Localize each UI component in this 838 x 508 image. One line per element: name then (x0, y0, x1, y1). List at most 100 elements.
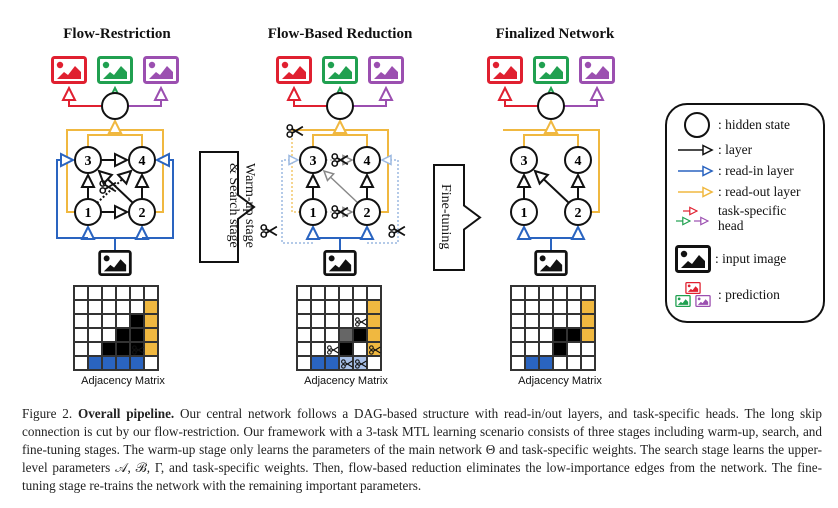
scissors-icon (260, 224, 278, 238)
read-in-layer (142, 160, 174, 239)
matrix-cell (102, 314, 116, 328)
node-3 (74, 146, 102, 174)
matrix-cell (367, 356, 381, 370)
matrix-label: Adjacency Matrix (81, 375, 165, 387)
matrix-cell (144, 314, 158, 328)
matrix-cell (144, 300, 158, 314)
matrix-cell (74, 356, 88, 370)
node-label: 4 (364, 154, 371, 169)
node-label: 1 (85, 206, 92, 221)
layer-2-3 (99, 171, 134, 204)
node-4 (128, 146, 156, 174)
matrix-cell (553, 286, 567, 300)
matrix-cell (539, 342, 553, 356)
matrix-cell (144, 328, 158, 342)
layer-2-3 (324, 171, 359, 204)
node-label: 3 (85, 154, 92, 169)
matrix-cell-pruned (325, 342, 339, 356)
matrix-cell (553, 342, 567, 356)
matrix-cell (581, 342, 595, 356)
matrix-cell (325, 286, 339, 300)
scissors-icon (327, 345, 339, 355)
matrix-cell (74, 314, 88, 328)
matrix-cell (581, 356, 595, 370)
matrix-cell (511, 356, 525, 370)
matrix-cell (367, 328, 381, 342)
read-out-layer (87, 134, 143, 147)
stage-label-warmup-search: Warm-up stage & Search stage (225, 160, 257, 250)
matrix-cell (367, 300, 381, 314)
matrix-cell (297, 314, 311, 328)
matrix-cell-pruned (367, 342, 381, 356)
matrix-label: Adjacency Matrix (304, 375, 388, 387)
matrix-cell (553, 314, 567, 328)
matrix-cell (297, 356, 311, 370)
matrix-cell (130, 356, 144, 370)
matrix-cell (525, 300, 539, 314)
node-label: 1 (310, 206, 317, 221)
matrix-cell (102, 328, 116, 342)
matrix-cell (311, 300, 325, 314)
prediction-green-icon (533, 56, 569, 84)
stage-arrow (199, 151, 256, 263)
matrix-cell (102, 286, 116, 300)
node-label: 4 (139, 154, 146, 169)
matrix-cell (581, 300, 595, 314)
layer-2-3 (535, 171, 570, 204)
node-1 (299, 198, 327, 226)
matrix-cell (311, 328, 325, 342)
matrix-cell (539, 300, 553, 314)
read-out-layer-pruned (291, 130, 300, 213)
matrix-cell (116, 314, 130, 328)
matrix-cell (525, 286, 539, 300)
matrix-cell (102, 300, 116, 314)
matrix-cell (311, 356, 325, 370)
matrix-cell (567, 356, 581, 370)
matrix-cell (339, 328, 353, 342)
legend-box (665, 103, 825, 323)
matrix-cell (581, 328, 595, 342)
adjacency-matrix-flow-based-reduction (296, 285, 382, 371)
matrix-cell (511, 314, 525, 328)
legend-label-read-out: : read-out layer (718, 184, 801, 199)
prediction-purple-icon (368, 56, 404, 84)
matrix-cell (116, 356, 130, 370)
matrix-cell (297, 328, 311, 342)
scissors-icon (355, 317, 367, 327)
matrix-cell (130, 300, 144, 314)
matrix-cell (511, 286, 525, 300)
matrix-label: Adjacency Matrix (518, 375, 602, 387)
task-head-red (69, 88, 102, 107)
matrix-cell (553, 328, 567, 342)
node-1 (510, 198, 538, 226)
node-2 (353, 198, 381, 226)
task-head-red (505, 88, 538, 107)
node- (537, 92, 565, 120)
matrix-cell (525, 328, 539, 342)
matrix-cell (511, 328, 525, 342)
scissors-icon (132, 345, 144, 355)
legend-label-prediction: : prediction (718, 287, 780, 302)
matrix-cell (297, 286, 311, 300)
matrix-cell (339, 286, 353, 300)
matrix-cell (130, 328, 144, 342)
read-in-layer-pruned (367, 160, 399, 244)
node-label: 2 (364, 206, 371, 221)
matrix-cell (367, 314, 381, 328)
panel-title-flow-restriction: Flow-Restriction (63, 26, 171, 42)
node-2 (564, 198, 592, 226)
matrix-cell (339, 300, 353, 314)
matrix-cell (339, 314, 353, 328)
matrix-cell (130, 286, 144, 300)
matrix-cell (553, 300, 567, 314)
matrix-cell (88, 300, 102, 314)
matrix-cell-pruned (353, 356, 367, 370)
matrix-cell (525, 342, 539, 356)
prediction-red-icon (276, 56, 312, 84)
node-3 (510, 146, 538, 174)
matrix-cell (525, 356, 539, 370)
matrix-cell (116, 300, 130, 314)
layer-1-4-skip (96, 171, 131, 204)
prediction-purple-icon (579, 56, 615, 84)
matrix-cell (297, 342, 311, 356)
